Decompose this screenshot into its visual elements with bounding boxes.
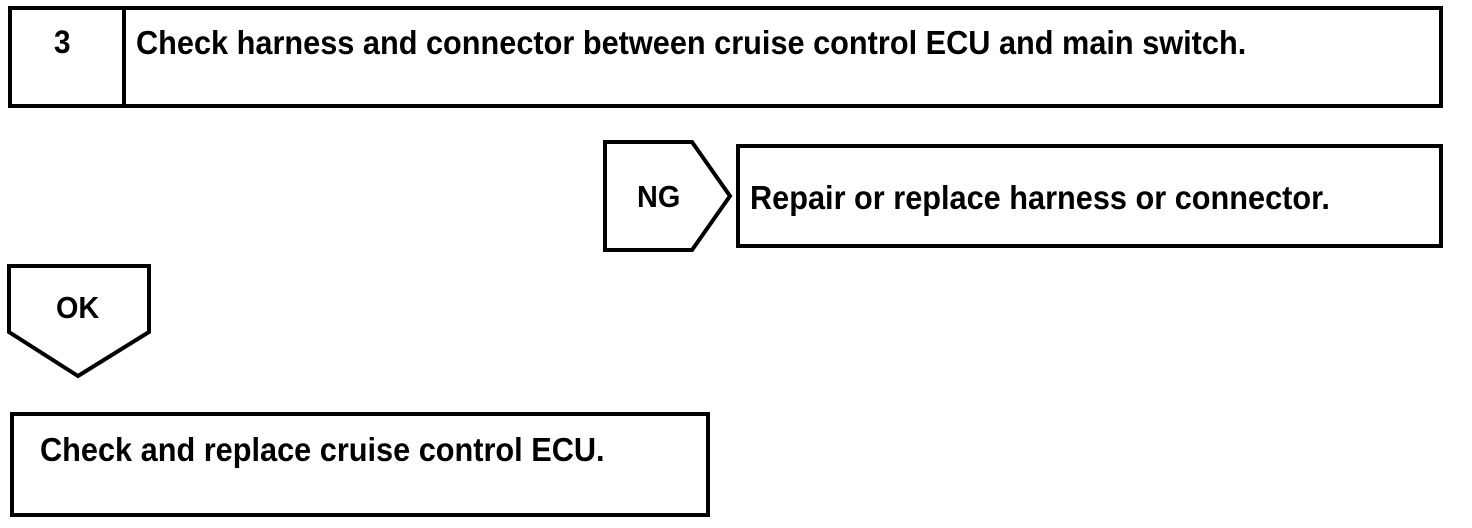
step-instruction: Check harness and connector between crui… [136, 24, 1247, 61]
ng-result-box [736, 144, 1443, 248]
ok-result-text: Check and replace cruise control ECU. [40, 431, 605, 468]
ng-branch-pentagon [603, 140, 733, 252]
step-number: 3 [54, 24, 71, 60]
ok-branch-pentagon [5, 264, 153, 380]
ok-result-box [10, 412, 710, 517]
ng-result-text: Repair or replace harness or connector. [750, 179, 1330, 216]
step-row-box [8, 6, 1443, 108]
ok-branch-label: OK [56, 290, 100, 325]
step-cell-divider [122, 10, 126, 104]
ng-branch-label: NG [637, 179, 681, 214]
